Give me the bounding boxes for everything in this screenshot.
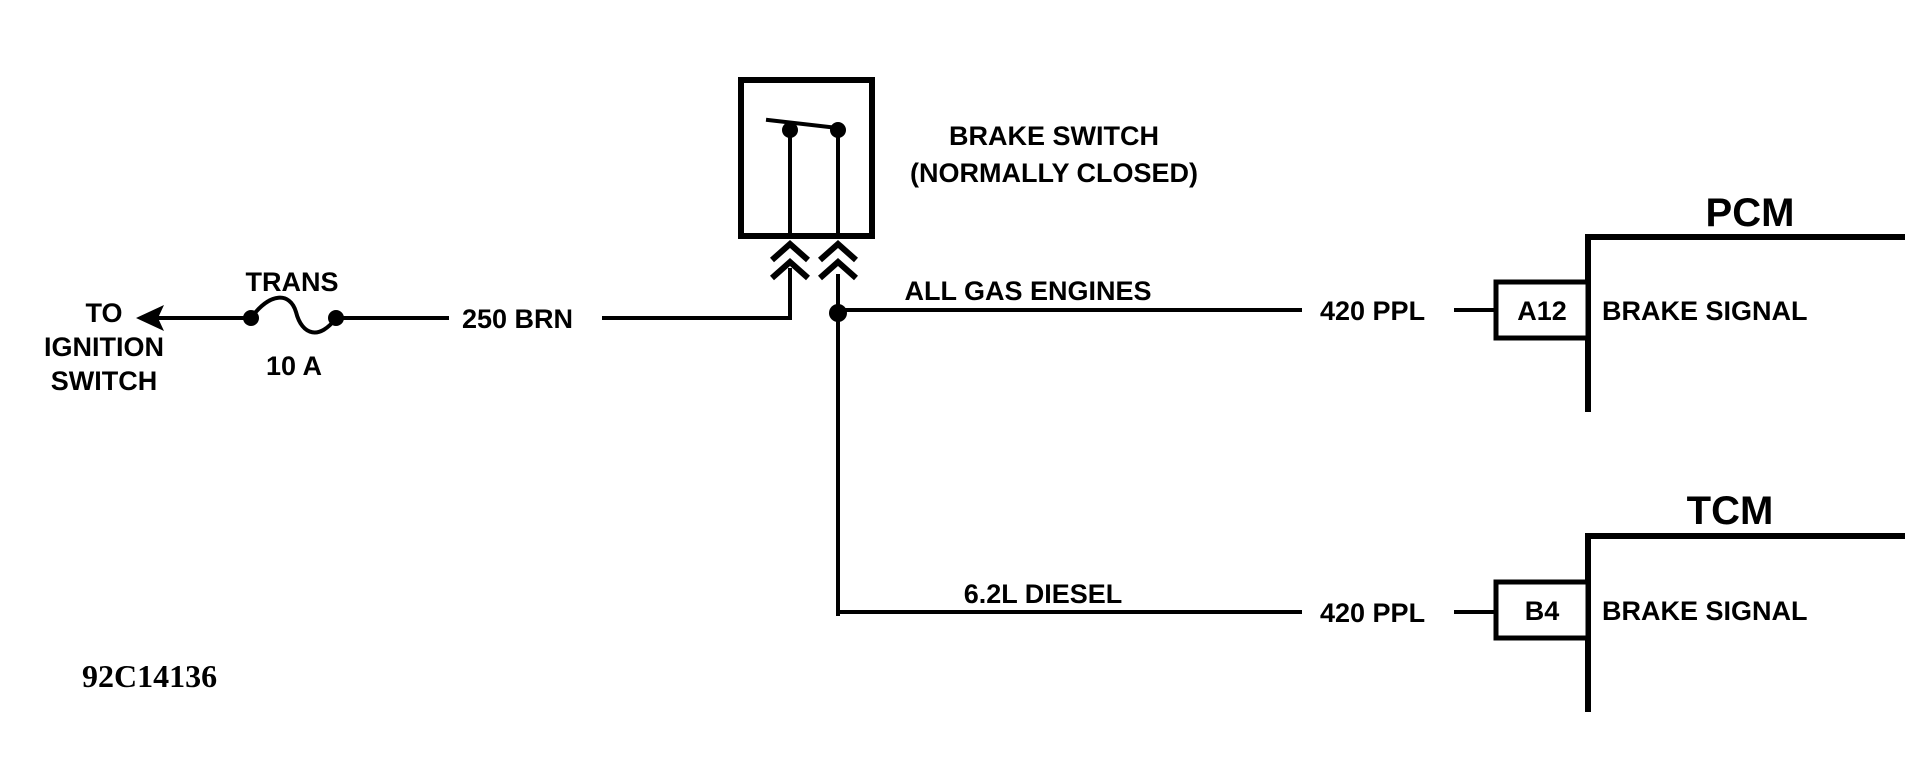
to-ignition-line-1: TO <box>85 298 122 328</box>
tcm-pin-label: B4 <box>1525 596 1560 626</box>
switch-blade-icon <box>765 117 841 131</box>
brake-switch: BRAKE SWITCH (NORMALLY CLOSED) <box>738 77 1198 281</box>
connector-chevron-icon <box>818 257 858 281</box>
pcm-title: PCM <box>1706 191 1795 235</box>
to-ignition-line-3: SWITCH <box>51 366 157 396</box>
fuse-trans: TRANS 10 A <box>243 267 344 381</box>
pcm-outline <box>1585 234 1905 412</box>
to-ignition-line-2: IGNITION <box>44 332 164 362</box>
pcm-pin-box <box>1493 279 1591 341</box>
fuse-name-label: TRANS <box>246 267 339 297</box>
fuse-element-icon <box>248 295 339 335</box>
to-ignition-switch: TO IGNITION SWITCH <box>44 298 249 396</box>
branch-gas-label: ALL GAS ENGINES <box>904 276 1151 306</box>
tcm-title: TCM <box>1687 489 1774 533</box>
splice-dot <box>829 304 847 322</box>
figure-id: 92C14136 <box>82 658 217 694</box>
wire-label-250-brn: 250 BRN <box>462 304 573 334</box>
brake-switch-title: BRAKE SWITCH <box>949 121 1159 151</box>
pcm-signal-label: BRAKE SIGNAL <box>1602 296 1808 326</box>
arrow-left-icon <box>136 305 164 331</box>
branch-diesel-label: 6.2L DIESEL <box>964 579 1123 609</box>
wire-pcm-label: 420 PPL <box>1320 296 1425 326</box>
tcm-module: TCM B4 BRAKE SIGNAL <box>1493 489 1905 712</box>
tcm-outline <box>1585 533 1905 712</box>
connector-chevron-icon <box>770 257 810 281</box>
connector-chevron-icon <box>818 239 858 263</box>
brake-switch-subtitle: (NORMALLY CLOSED) <box>910 158 1198 188</box>
tcm-pin-box <box>1493 579 1591 641</box>
brake-switch-housing <box>738 77 875 239</box>
wire-250-brn <box>602 268 792 320</box>
switch-contact-left <box>782 122 798 138</box>
pcm-pin-label: A12 <box>1517 296 1567 326</box>
wire-tcm-label: 420 PPL <box>1320 598 1425 628</box>
pcm-module: PCM A12 BRAKE SIGNAL <box>1493 191 1905 412</box>
connector-chevron-icon <box>770 239 810 263</box>
tcm-signal-label: BRAKE SIGNAL <box>1602 596 1808 626</box>
fuse-rating-label: 10 A <box>266 351 322 381</box>
